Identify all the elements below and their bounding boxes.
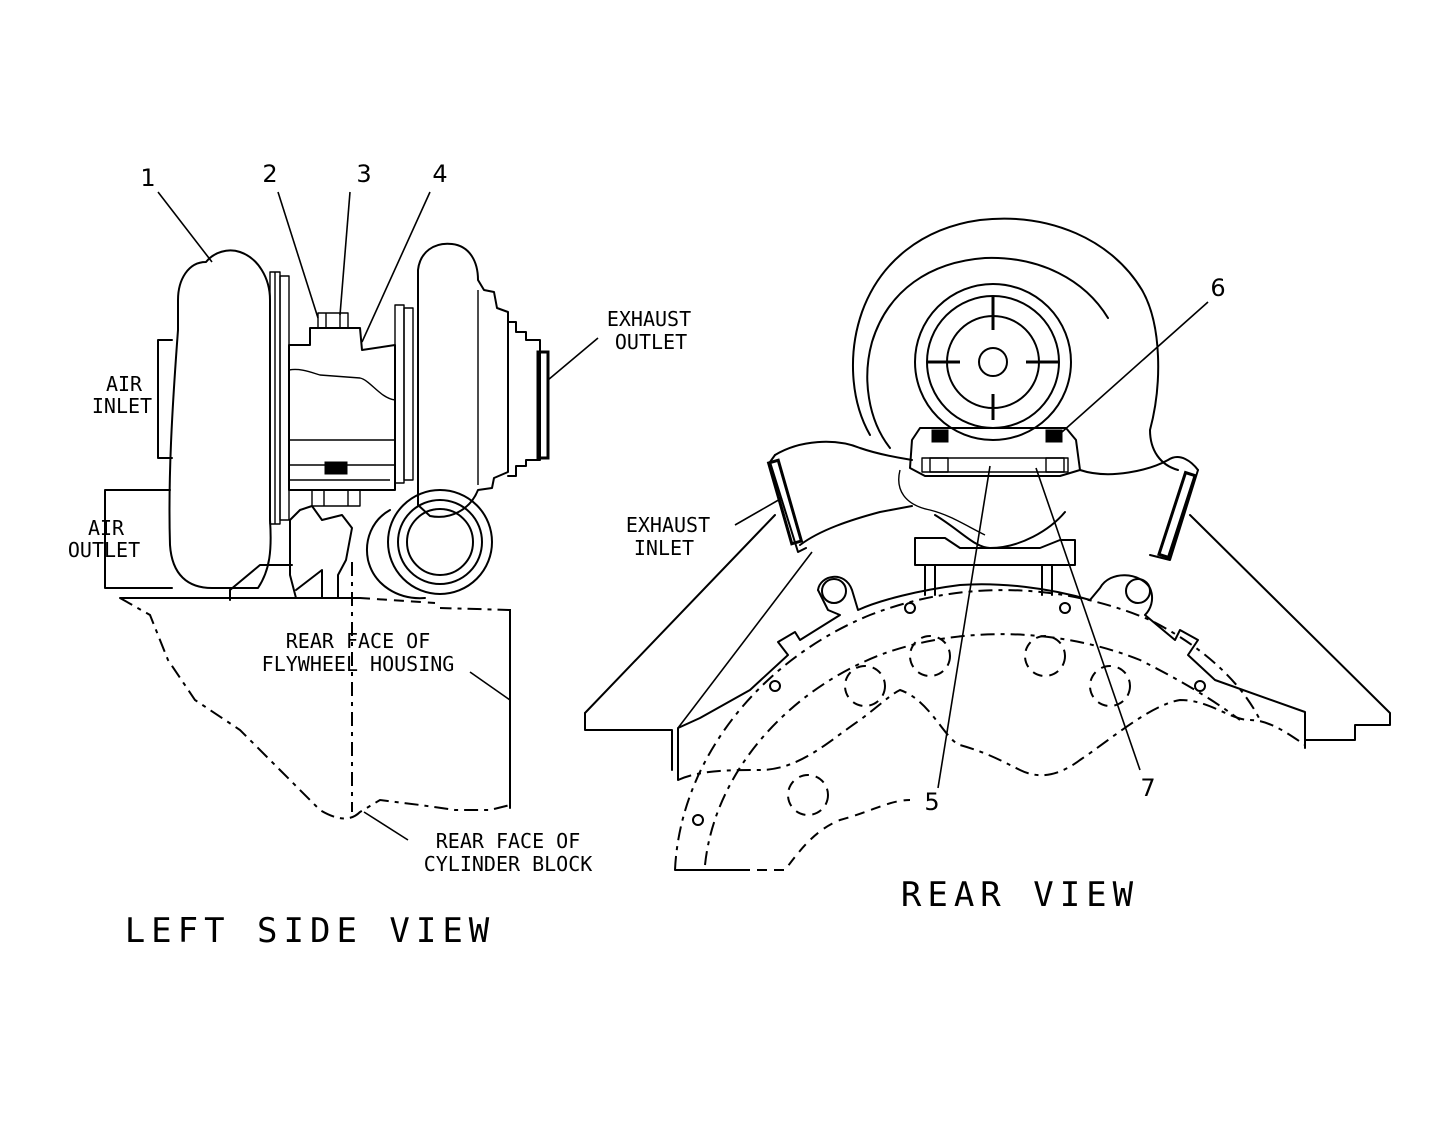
rear-view-title: REAR VIEW (901, 875, 1139, 915)
air-inlet-label-line2: INLET (92, 394, 152, 418)
air-outlet-label-line1: AIR (88, 516, 125, 540)
left-side-view-drawing (104, 242, 550, 820)
callout-3: 3 (356, 160, 371, 188)
rear-view-drawing (584, 217, 1391, 871)
callout-6: 6 (1210, 274, 1225, 302)
callout-4: 4 (432, 160, 447, 188)
rear-view-leader-lines (677, 301, 1209, 789)
cylinder-block-label-line2: CYLINDER BLOCK (424, 852, 593, 876)
cylinder-block-label-line1: REAR FACE OF (436, 829, 581, 853)
callout-7: 7 (1140, 774, 1155, 802)
flywheel-housing-label-line1: REAR FACE OF (286, 629, 431, 653)
flywheel-housing-label-line2: FLYWHEEL HOUSING (262, 652, 455, 676)
exhaust-outlet-label-line1: EXHAUST (607, 307, 691, 331)
exhaust-outlet-label-line2: OUTLET (615, 330, 687, 354)
left-view-leader-lines (157, 191, 599, 841)
exhaust-inlet-label-line2: INLET (634, 536, 694, 560)
callout-2: 2 (262, 160, 277, 188)
callout-5: 5 (924, 788, 939, 816)
air-outlet-label-line2: OUTLET (68, 538, 140, 562)
callout-1: 1 (140, 164, 155, 192)
left-side-view-title: LEFT SIDE VIEW (125, 911, 496, 951)
exhaust-inlet-label-line1: EXHAUST (626, 513, 710, 537)
air-inlet-label-line1: AIR (106, 372, 143, 396)
